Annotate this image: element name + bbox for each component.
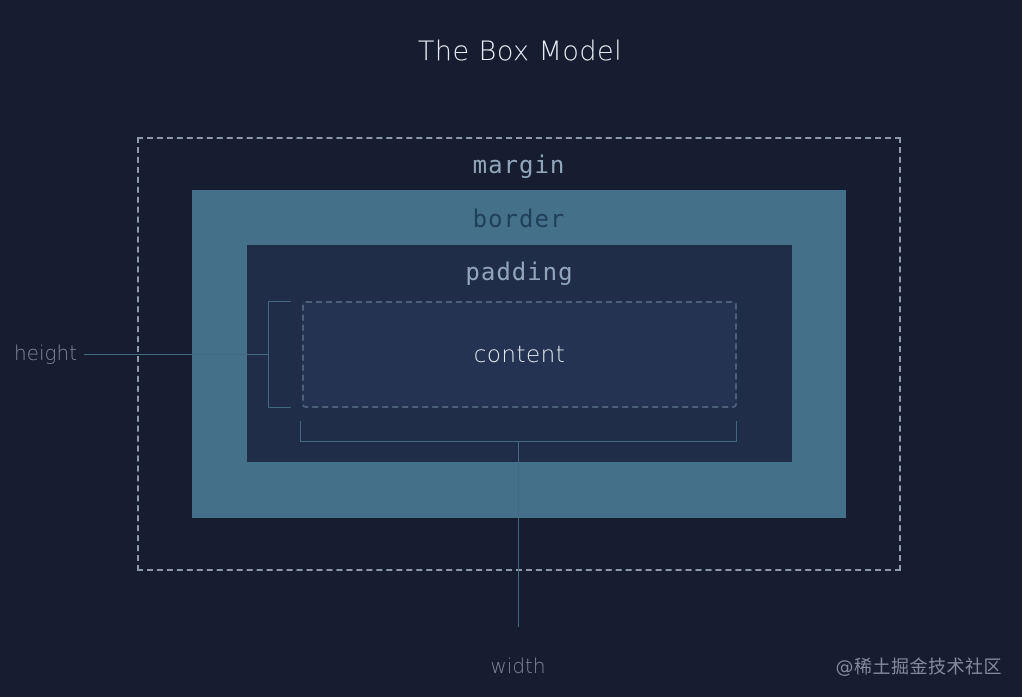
width-measure-line [518,441,519,627]
watermark: @稀土掘金技术社区 [835,657,1002,678]
content-label: content [473,341,566,368]
border-label: border [472,205,566,233]
height-measure-bracket [268,301,291,408]
page-title: The Box Model [417,36,623,67]
padding-label: padding [465,258,574,286]
width-measure-bracket [300,421,737,442]
height-measure-line [84,354,268,355]
height-label: height [14,341,78,365]
width-label: width [490,654,546,678]
content-box: content [302,301,737,408]
margin-label: margin [472,151,566,179]
